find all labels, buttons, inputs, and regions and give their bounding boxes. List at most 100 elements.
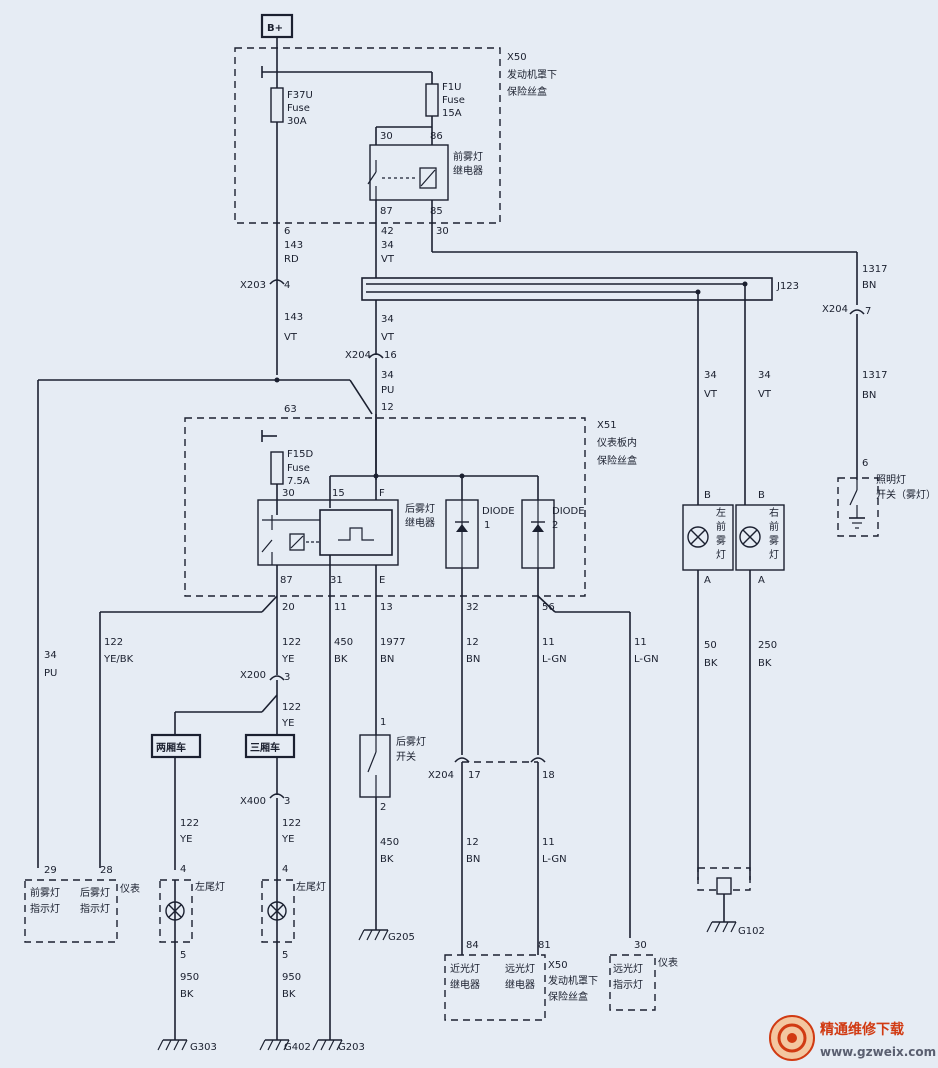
svg-text:1317: 1317: [862, 370, 887, 381]
svg-text:63: 63: [284, 404, 297, 415]
svg-text:122: 122: [282, 637, 301, 648]
svg-text:BN: BN: [466, 654, 480, 665]
svg-text:450: 450: [334, 637, 353, 648]
svg-text:30: 30: [380, 131, 393, 142]
fuse-f37u: [270, 87, 284, 123]
svg-text:31: 31: [330, 575, 343, 586]
svg-text:继电器: 继电器: [453, 164, 483, 177]
highbeam-indicator: [609, 954, 656, 1011]
svg-text:F15D: F15D: [287, 449, 313, 460]
svg-text:30A: 30A: [287, 116, 307, 127]
cluster-indicators: [24, 879, 118, 943]
svg-text:5: 5: [282, 950, 288, 961]
svg-text:1: 1: [380, 717, 386, 728]
svg-text:两厢车: 两厢车: [156, 741, 186, 754]
svg-text:VT: VT: [381, 332, 395, 343]
svg-text:继电器: 继电器: [450, 978, 480, 991]
svg-text:指示灯: 指示灯: [613, 978, 643, 991]
svg-text:950: 950: [282, 972, 301, 983]
svg-text:BK: BK: [334, 654, 348, 665]
svg-text:3: 3: [284, 796, 290, 807]
left-tail-lamp-hatch: [159, 879, 193, 943]
svg-text:4: 4: [282, 864, 288, 875]
x51-fuse-box: [184, 417, 586, 597]
svg-text:7.5A: 7.5A: [287, 476, 310, 487]
svg-text:BK: BK: [282, 989, 296, 1000]
svg-text:L-GN: L-GN: [542, 654, 567, 665]
svg-text:YE: YE: [281, 834, 294, 845]
watermark-url: www.gzweix.com: [820, 1045, 936, 1059]
svg-text:42: 42: [381, 226, 394, 237]
svg-text:Fuse: Fuse: [287, 463, 310, 474]
svg-text:122: 122: [104, 637, 123, 648]
svg-text:20: 20: [282, 602, 295, 613]
svg-text:4: 4: [284, 280, 290, 291]
svg-text:VT: VT: [381, 254, 395, 265]
svg-text:YE: YE: [281, 654, 294, 665]
svg-text:29: 29: [44, 865, 57, 876]
svg-text:VT: VT: [284, 332, 298, 343]
svg-text:保险丝盒: 保险丝盒: [548, 990, 588, 1003]
svg-text:X400: X400: [240, 796, 266, 807]
svg-text:X204: X204: [428, 770, 454, 781]
svg-text:11: 11: [542, 837, 555, 848]
svg-text:BK: BK: [180, 989, 194, 1000]
watermark-text: 精通维修下载: [820, 1021, 904, 1038]
svg-text:G402: G402: [284, 1042, 311, 1053]
rear-fog-relay: [257, 499, 399, 566]
svg-text:34: 34: [758, 370, 771, 381]
svg-text:12: 12: [466, 637, 479, 648]
svg-text:F1U: F1U: [442, 82, 461, 93]
x50-fuse-box-top: [234, 47, 501, 224]
svg-text:近光灯: 近光灯: [450, 962, 480, 975]
svg-text:28: 28: [100, 865, 113, 876]
svg-text:L-GN: L-GN: [542, 854, 567, 865]
svg-text:Fuse: Fuse: [442, 95, 465, 106]
svg-text:13: 13: [380, 602, 393, 613]
svg-text:4: 4: [180, 864, 186, 875]
svg-text:Fuse: Fuse: [287, 103, 310, 114]
svg-text:PU: PU: [381, 385, 394, 396]
svg-text:F: F: [379, 488, 385, 499]
left-front-fog-lamp: [682, 504, 734, 571]
battery-label: B+: [267, 23, 283, 34]
front-fog-relay: [369, 144, 449, 201]
svg-text:30: 30: [436, 226, 449, 237]
svg-text:143: 143: [284, 240, 303, 251]
svg-text:X204: X204: [345, 350, 371, 361]
x50-label: X50: [507, 52, 527, 63]
x50-desc1: 发动机罩下: [507, 68, 557, 81]
x50-desc2: 保险丝盒: [507, 85, 547, 98]
svg-text:450: 450: [380, 837, 399, 848]
svg-text:7: 7: [865, 306, 871, 317]
svg-text:X200: X200: [240, 670, 266, 681]
svg-text:左: 左: [716, 506, 726, 519]
svg-text:前: 前: [769, 520, 779, 533]
svg-text:56: 56: [542, 602, 555, 613]
svg-text:250: 250: [758, 640, 777, 651]
svg-text:BK: BK: [380, 854, 394, 865]
fuse-f15d: [270, 451, 284, 485]
svg-text:12: 12: [381, 402, 394, 413]
svg-text:继电器: 继电器: [505, 978, 535, 991]
svg-text:VT: VT: [758, 389, 772, 400]
svg-text:15A: 15A: [442, 108, 462, 119]
svg-text:雾: 雾: [716, 535, 726, 547]
svg-text:34: 34: [381, 240, 394, 251]
svg-text:BK: BK: [758, 658, 772, 669]
svg-text:11: 11: [634, 637, 647, 648]
svg-text:6: 6: [862, 458, 868, 469]
lighting-switch: [837, 477, 879, 537]
svg-text:左尾灯: 左尾灯: [296, 880, 326, 893]
svg-text:G303: G303: [190, 1042, 217, 1053]
svg-text:86: 86: [430, 131, 443, 142]
svg-text:16: 16: [384, 350, 397, 361]
svg-text:34: 34: [704, 370, 717, 381]
svg-text:远光灯: 远光灯: [613, 962, 643, 975]
svg-text:前雾灯: 前雾灯: [30, 886, 60, 899]
svg-text:85: 85: [430, 206, 443, 217]
svg-text:DIODE: DIODE: [482, 506, 515, 517]
svg-text:RD: RD: [284, 254, 299, 265]
g203-ground: [312, 1039, 343, 1051]
svg-text:仪表: 仪表: [120, 882, 140, 895]
